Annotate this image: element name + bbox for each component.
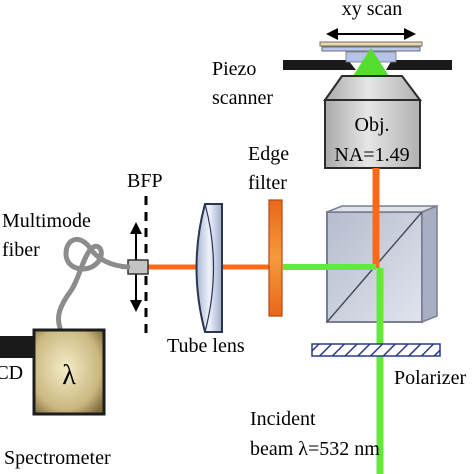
polarizer — [311, 343, 441, 357]
spectrometer-box — [32, 328, 106, 416]
multimode-label-line2: fiber — [2, 239, 40, 261]
incident-beam-label-line1: Incident — [250, 408, 316, 430]
tube-lens-label: Tube lens — [167, 335, 245, 357]
excitation-focus-cone — [353, 48, 389, 76]
spectrometer-label: Spectrometer — [4, 447, 111, 469]
polarizer-label: Polarizer — [394, 367, 467, 389]
ccd-camera — [0, 336, 34, 358]
objective-label-line2: NA=1.49 — [334, 144, 409, 166]
tube-lens — [195, 203, 223, 333]
fiber-tip-mount — [127, 259, 149, 275]
incident-beam-label-line2: beam λ=532 nm — [250, 438, 380, 460]
xy-scan-label: xy scan — [342, 0, 403, 20]
ccd-label: CCD — [0, 362, 23, 384]
edge-filter — [268, 199, 283, 317]
spectrometer-lambda-symbol: λ — [62, 360, 76, 391]
piezo-label-line2: scanner — [212, 87, 273, 109]
objective-label-line1: Obj. — [355, 114, 390, 136]
edge-filter-label-line2: filter — [248, 172, 287, 194]
piezo-label-line1: Piezo — [212, 58, 256, 80]
multimode-label-line1: Multimode — [2, 210, 91, 232]
objective-lens — [323, 75, 422, 169]
multimode-fiber — [55, 237, 131, 331]
edge-filter-label-line1: Edge — [248, 143, 289, 165]
bfp-label: BFP — [127, 170, 163, 192]
xy-scan-arrow — [326, 28, 416, 40]
